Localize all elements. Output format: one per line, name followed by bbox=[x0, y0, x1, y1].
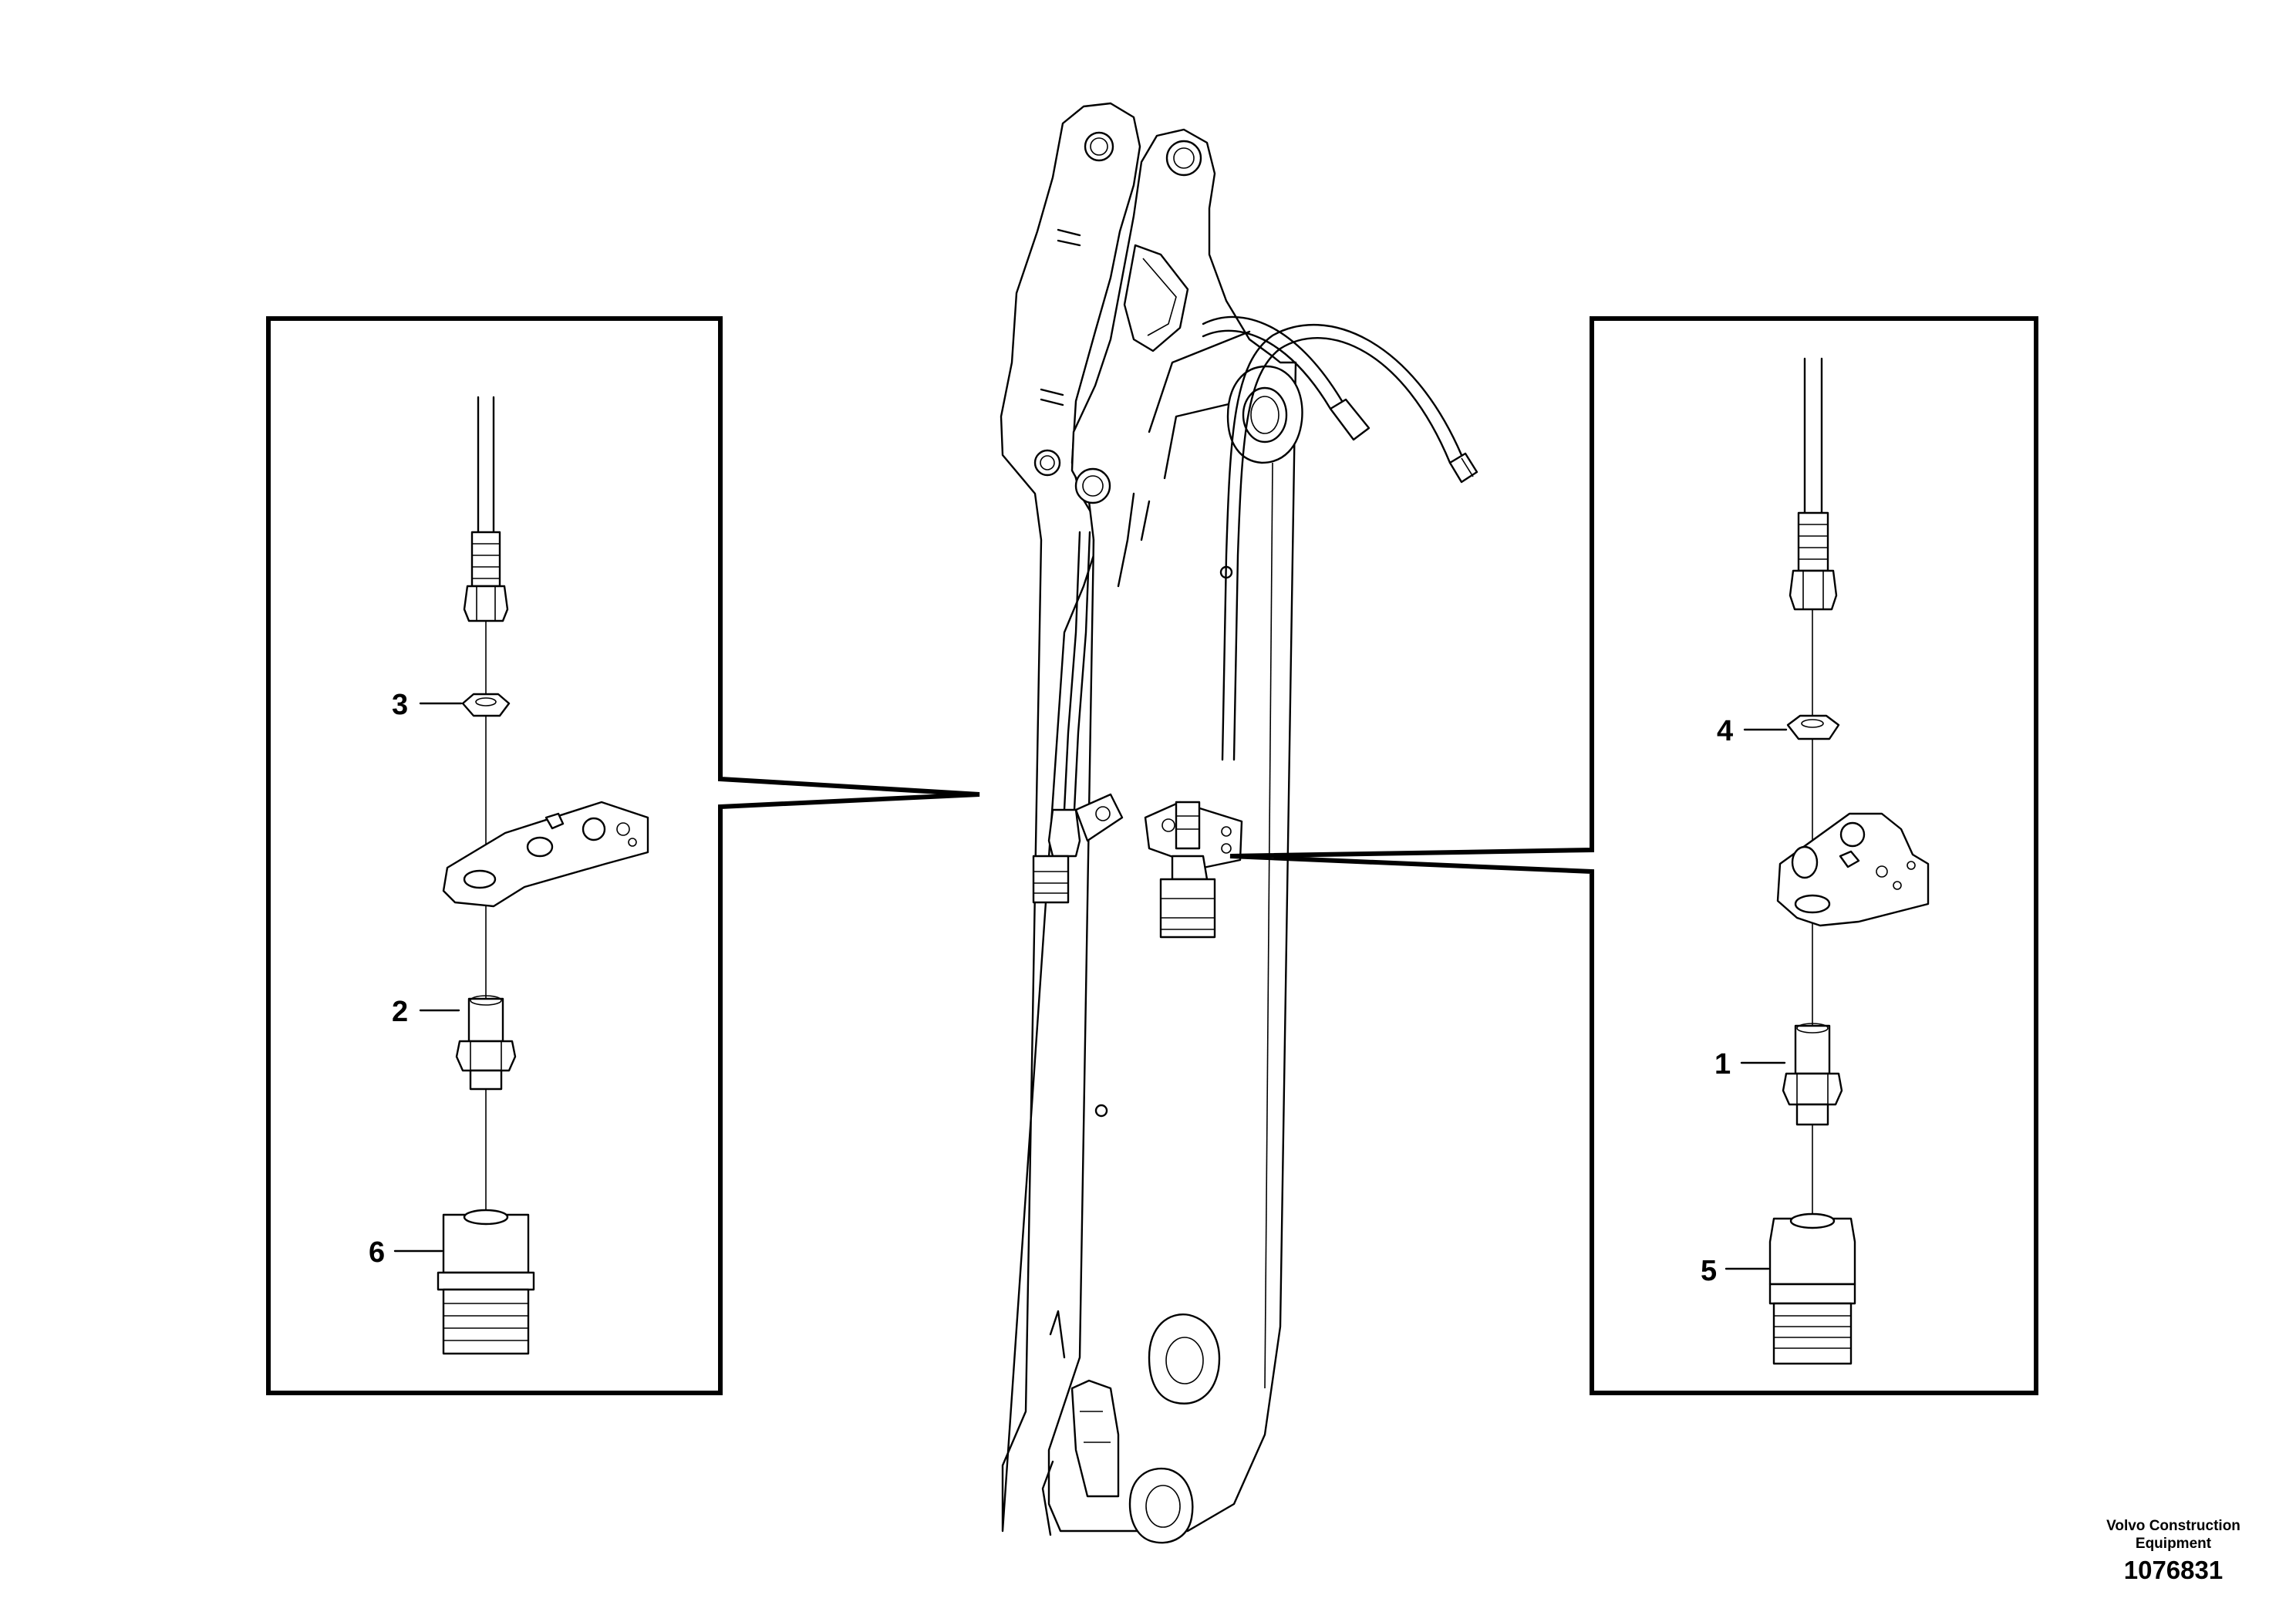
company-name-line1: Volvo Construction bbox=[2106, 1518, 2240, 1534]
left-detail-parts bbox=[393, 396, 649, 1355]
callout-5: 5 bbox=[1701, 1255, 1717, 1287]
callout-4: 4 bbox=[1717, 715, 1733, 747]
left-detail-frame bbox=[266, 316, 980, 1395]
right-detail-frame bbox=[1229, 316, 2038, 1395]
right-detail-parts bbox=[1725, 357, 1930, 1365]
callout-6: 6 bbox=[369, 1236, 385, 1269]
callout-2: 2 bbox=[392, 996, 408, 1028]
company-name-line2: Equipment bbox=[2136, 1536, 2212, 1552]
callout-1: 1 bbox=[1714, 1048, 1731, 1081]
callout-3: 3 bbox=[392, 689, 408, 721]
document-number: 1076831 bbox=[2124, 1556, 2223, 1584]
footer: Volvo Construction Equipment 1076831 bbox=[2106, 1518, 2240, 1584]
arm-hoses bbox=[1032, 315, 1478, 939]
